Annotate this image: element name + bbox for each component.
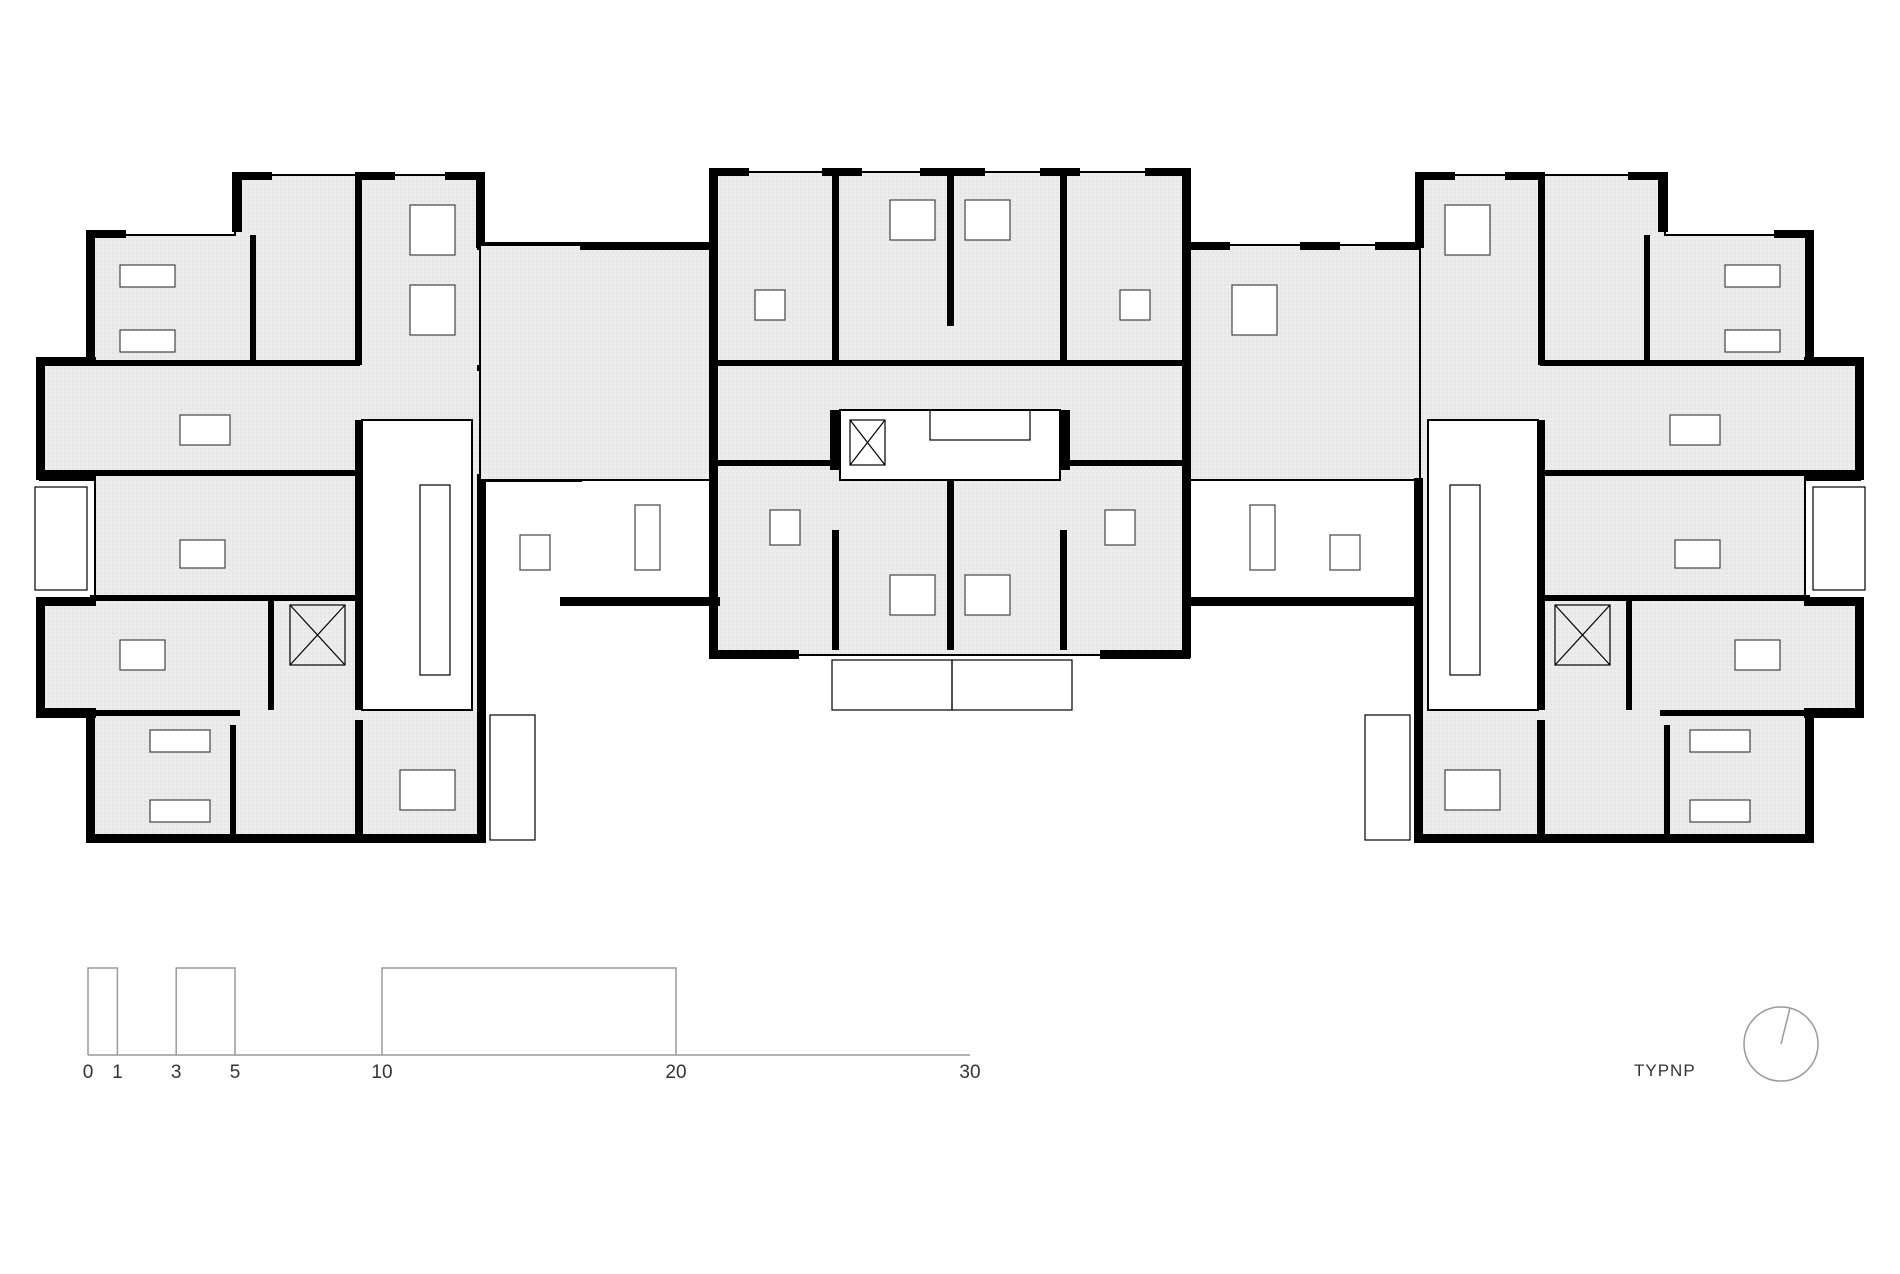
plan-label: TYPNP [1634,1061,1696,1080]
scale-tick-label: 20 [665,1062,686,1083]
left-lower-balcony [489,714,536,841]
right-wing [1364,172,1866,843]
scale-tick-label: 0 [83,1062,94,1083]
left-balcony [34,486,88,591]
north-arrow-icon [1743,1006,1819,1082]
scale-tick-label: 1 [112,1062,123,1083]
scale-tick-label: 5 [230,1062,241,1083]
center-balcony-right [951,659,1073,711]
center-block [479,168,1426,659]
scale-tick-label: 3 [171,1062,182,1083]
center-balcony-left [831,659,953,711]
scale-tick-label: 10 [371,1062,392,1083]
scale-tick-label: 30 [959,1062,980,1083]
